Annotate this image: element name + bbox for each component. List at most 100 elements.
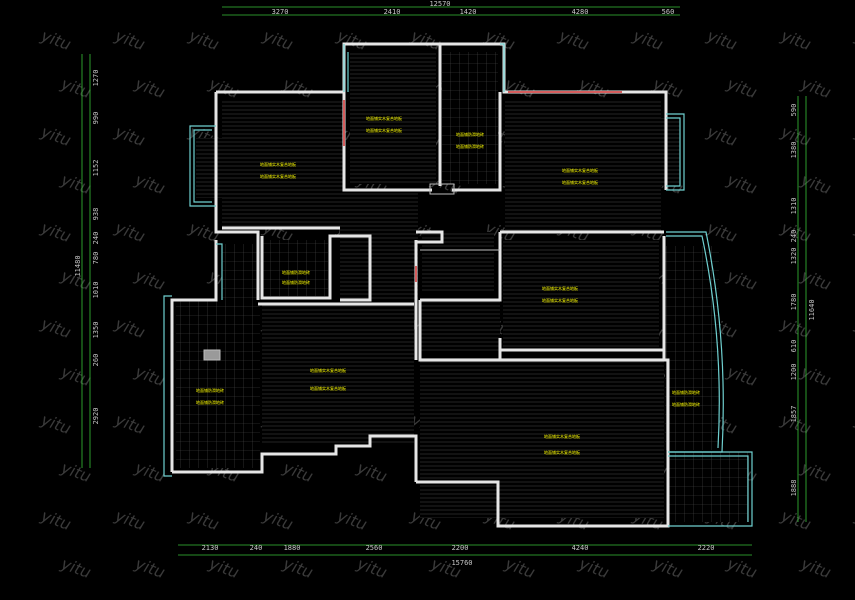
- room-label-7-line1: 地面铺实木复合地板: [310, 367, 346, 373]
- watermark-text: yitu: [38, 26, 74, 55]
- north-window-lines: [343, 43, 505, 92]
- living-room-floor: [262, 304, 414, 444]
- bedroom-north-floor: [350, 52, 436, 184]
- watermark-text: yitu: [630, 26, 666, 55]
- room-label-7-line2: 地面铺实木复合地板: [310, 385, 346, 391]
- hall-west-wall: [414, 230, 444, 360]
- watermark-text: yitu: [112, 410, 148, 439]
- watermark-text: yitu: [650, 74, 686, 103]
- room-label-8-line1: 地面铺防滑地砖: [196, 387, 224, 393]
- dimension-labels: 12570 3270 2410 1420 4280 560 2130 240 1…: [74, 0, 816, 567]
- watermark-text: yitu: [724, 170, 760, 199]
- dim-top-3: 1420: [460, 8, 477, 16]
- watermark-text: yitu: [132, 362, 168, 391]
- room-label-10-line1: 地面铺防滑地砖: [672, 389, 700, 395]
- watermark-text: yitu: [798, 362, 834, 391]
- watermark-text: yitu: [798, 458, 834, 487]
- room-label-4-line1: 地面铺实木复合地板: [562, 167, 598, 173]
- dim-left-10: 2920: [92, 408, 100, 425]
- watermark-text: yitu: [260, 506, 296, 535]
- dim-left-total: 11480: [74, 255, 82, 276]
- dim-bottom-7: 2220: [698, 544, 715, 552]
- watermark-text: yitu: [704, 218, 740, 247]
- kitchen-balcony-floor: [176, 300, 260, 468]
- watermark-text: yitu: [112, 122, 148, 151]
- laundry-window: [216, 243, 223, 300]
- kitchen-column: [203, 349, 221, 361]
- bathroom-west-wall: [260, 234, 372, 302]
- dim-right-9: 1857: [790, 406, 798, 423]
- watermark-text: yitu: [852, 410, 855, 439]
- watermark-text: yitu: [38, 314, 74, 343]
- south-wall: [172, 434, 418, 482]
- room-label-4-line2: 地面铺实木复合地板: [562, 179, 598, 185]
- watermark-text: yitu: [852, 122, 855, 151]
- dining-north-wall: [500, 348, 664, 362]
- dimension-lines: [81, 6, 807, 556]
- watermark-text: yitu: [354, 458, 390, 487]
- dim-left-3: 1152: [92, 160, 100, 177]
- study-floor: [420, 300, 500, 352]
- partition-lines: [203, 183, 500, 361]
- room-label-3-line1: 地面铺防滑地砖: [456, 131, 484, 137]
- watermark-text: yitu: [58, 74, 94, 103]
- dim-right-total: 11640: [808, 299, 816, 320]
- watermark-text: yitu: [576, 554, 612, 583]
- dining-room-floor: [420, 358, 664, 518]
- northwest-wall: [214, 92, 260, 300]
- dim-right-10: 1888: [790, 480, 798, 497]
- watermark-text: yitu: [112, 314, 148, 343]
- west-wall: [170, 240, 218, 472]
- watermark-text: yitu: [428, 554, 464, 583]
- watermark-text: yitu: [408, 26, 444, 55]
- watermark-text: yitu: [724, 362, 760, 391]
- watermark-text: yitu: [58, 170, 94, 199]
- east-balcony-floor: [665, 246, 719, 450]
- dim-left-4: 938: [92, 208, 100, 221]
- dim-right-4: 240: [790, 230, 798, 243]
- watermark-text: yitu: [206, 74, 242, 103]
- bathroom-inner-wall: [438, 44, 502, 192]
- watermark-text: yitu: [354, 554, 390, 583]
- windows-balconies: [163, 43, 753, 527]
- watermark-text: yitu: [852, 314, 855, 343]
- watermark-text: yitu: [186, 506, 222, 535]
- corridor-floor: [340, 190, 418, 300]
- dim-left-2: 990: [92, 112, 100, 125]
- kitchen-balcony-window: [163, 295, 172, 477]
- watermark-text: yitu: [704, 26, 740, 55]
- watermark-text: yitu: [798, 74, 834, 103]
- dim-bottom-5: 2200: [452, 544, 469, 552]
- room-label-5-line1: 地面铺防滑地砖: [282, 269, 310, 275]
- dim-top-2: 2410: [384, 8, 401, 16]
- dim-right-2: 1380: [790, 142, 798, 159]
- bedroom-east-floor: [503, 240, 659, 350]
- dim-bottom-total: 15760: [451, 559, 472, 567]
- watermark-text: yitu: [38, 218, 74, 247]
- watermark-text: yitu: [280, 554, 316, 583]
- dim-right-6: 1780: [790, 294, 798, 311]
- watermark-text: yitu: [186, 26, 222, 55]
- watermark-text: yitu: [112, 506, 148, 535]
- dim-right-5: 1320: [790, 248, 798, 265]
- dim-top-5: 560: [662, 8, 675, 16]
- room-label-8-line2: 地面铺防滑地砖: [196, 399, 224, 405]
- watermark-text: yitu: [260, 26, 296, 55]
- watermark-text: yitu: [38, 410, 74, 439]
- watermark-text: yitu: [206, 554, 242, 583]
- room-label-2-line2: 地面铺实木复合地板: [366, 127, 402, 133]
- watermark-text: yitu: [38, 122, 74, 151]
- dim-left-8: 1350: [92, 322, 100, 339]
- room-label-6-line1: 地面铺实木复合地板: [542, 285, 578, 291]
- room-label-1-line2: 地面铺实木复合地板: [260, 173, 296, 179]
- dim-bottom-2: 240: [250, 544, 263, 552]
- watermark-text: yitu: [58, 458, 94, 487]
- watermark-text: yitu: [724, 554, 760, 583]
- dim-top-total: 12570: [429, 0, 450, 8]
- southeast-balcony-outline: [668, 451, 753, 527]
- watermark-text: yitu: [482, 26, 518, 55]
- watermark-text: yitu: [798, 170, 834, 199]
- watermark-text: yitu: [650, 554, 686, 583]
- watermark-text: yitu: [58, 554, 94, 583]
